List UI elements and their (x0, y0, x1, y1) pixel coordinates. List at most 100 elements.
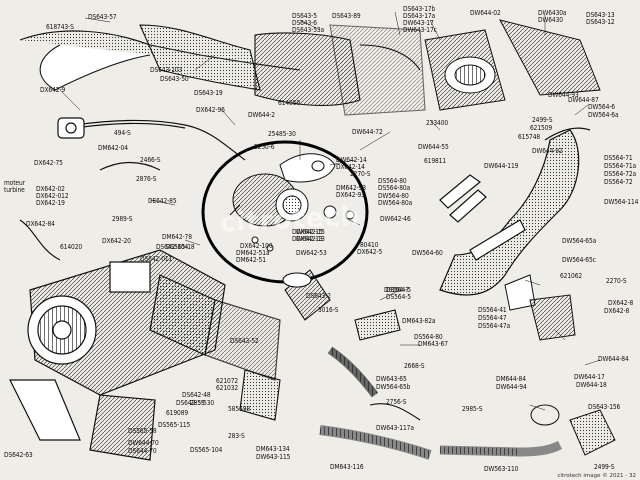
part-label-p110: 621032 (216, 384, 239, 392)
part-label-p63: DX642-84 (26, 220, 55, 228)
part-label-p36: 2499-S (532, 116, 553, 124)
heater-control-assembly (229, 153, 355, 252)
part-label-p116: 2985-S (462, 405, 483, 413)
part-label-p26: 2466-S (140, 156, 161, 164)
part-label-p74: DW642-13 (292, 235, 323, 243)
part-label-p103: DW643-65 (376, 375, 407, 383)
part-label-p31: 233400 (426, 119, 449, 127)
part-label-p16: DS643-103 (150, 66, 183, 74)
part-label-p84: DW564-65a (562, 237, 597, 245)
part-label-p92: DM643-82a (402, 317, 436, 325)
part-label-p67: DX642-20 (102, 237, 131, 245)
part-label-p23: 494-S (114, 129, 131, 137)
part-label-p38: 615748 (518, 133, 541, 141)
part-label-p61: DX642-19 (36, 199, 65, 207)
part-label-p59: DX642-012 (36, 192, 69, 200)
part-label-p17: DS643-50 (160, 75, 189, 83)
mounting-brackets (504, 274, 616, 456)
part-label-p88: DS643-2 (306, 292, 331, 300)
part-label-p82: DW564-60 (412, 249, 443, 257)
part-label-p120: DS565-115 (158, 421, 191, 429)
part-label-p12: DW6430a (538, 9, 567, 17)
tube-set (239, 269, 563, 460)
part-label-p48: DW642-14 (336, 156, 367, 164)
part-label-p43: DS564-71 (604, 154, 633, 162)
part-label-p106: DW644-94 (496, 383, 527, 391)
part-label-p66: DM642-78 (162, 233, 192, 241)
part-label-p102: 2668-S (404, 362, 425, 370)
part-label-p56: DW564-80a (378, 199, 413, 207)
copyright-text: citrotech image © 2021 - 32 (557, 473, 636, 479)
part-label-p114: 2756-S (386, 398, 407, 406)
part-label-p40: DW644-87 (568, 96, 599, 104)
air-intake-duct (19, 24, 426, 116)
part-label-p29: 2250-6 (254, 143, 275, 151)
part-label-p60: turbine (4, 186, 25, 194)
part-label-p65: 614020 (60, 243, 83, 251)
part-label-p6: DS643-89 (332, 12, 361, 20)
part-label-p35: DW644-93 (548, 91, 579, 99)
part-label-p95: DS564-47a (478, 322, 511, 330)
part-label-p1: DS643-57 (88, 13, 117, 21)
part-label-p39: DW644-92 (532, 147, 563, 155)
part-label-p86: 621062 (560, 272, 583, 280)
part-label-p45: DS564-72a (604, 170, 637, 178)
part-label-p42: DW564-6a (588, 111, 619, 119)
part-label-p22: DX642-96 (196, 106, 225, 114)
part-label-p73: DW642-15 (292, 228, 323, 236)
part-label-p124: DS565-104 (190, 446, 223, 454)
part-label-p72: DX642-13 (296, 235, 325, 243)
part-label-p71: DX642-15 (296, 228, 325, 236)
part-label-p4: DS643-6 (292, 19, 317, 27)
part-label-p10: DW643-17c (403, 26, 437, 34)
part-label-p27: 2876-S (136, 175, 157, 183)
part-label-p96: DX642-8 (608, 299, 634, 307)
part-label-p28: 25485-30 (268, 130, 296, 138)
part-label-p89: 3016-S (318, 306, 339, 314)
part-label-p117: DS643-156 (588, 403, 621, 411)
part-label-p91: DS564-5 (386, 293, 411, 301)
part-label-p50: 2270-S (350, 170, 371, 178)
part-label-p13: DW6430 (538, 16, 563, 24)
part-label-p33: 619811 (424, 157, 447, 165)
part-label-p58: moteur (4, 179, 25, 187)
part-label-p112: 285-530 (190, 399, 215, 407)
part-label-p62: DE642-85 (148, 197, 177, 205)
part-label-p69: DS642-104 (156, 243, 189, 251)
part-label-p119: DS642-55 (176, 399, 205, 407)
part-label-p19: 614050 (278, 99, 301, 107)
part-label-p18: DS643-19 (194, 89, 223, 97)
part-label-p25: DM642-04 (98, 144, 128, 152)
part-label-p64: 2989-S (112, 215, 133, 223)
part-label-p121: 619089 (166, 409, 189, 417)
part-label-p49: DX642-14 (336, 163, 365, 171)
part-label-p87: 2270-S (606, 277, 627, 285)
part-label-p131: 2499-S (594, 463, 615, 471)
part-label-p51: DM642-93 (336, 184, 366, 192)
part-label-p8: DS643-17a (403, 12, 436, 20)
part-label-p98: DS564-80 (414, 333, 443, 341)
part-label-p79: DW642-46 (380, 215, 411, 223)
part-label-p93: DS564-41 (478, 306, 507, 314)
part-label-p128: DS642-63 (4, 451, 33, 459)
part-label-p101: DW644-84 (598, 355, 629, 363)
part-label-p111: DS642-48 (182, 391, 211, 399)
part-label-p94: DS564-47 (478, 314, 507, 322)
part-label-p34: DW644-119 (484, 162, 519, 170)
part-label-p90: DS564-5 (386, 286, 411, 294)
part-label-p11: DW644-02 (470, 9, 501, 17)
part-label-p75: DX642-100 (240, 242, 273, 250)
heater-box (9, 249, 281, 461)
part-label-p15: DS643-12 (586, 18, 615, 26)
part-label-p99: DM643-67 (418, 340, 448, 348)
part-label-p122: DW644-70 (128, 439, 159, 447)
part-label-p97: DX642-8 (604, 307, 630, 315)
part-label-p100: DS643-52 (230, 337, 259, 345)
part-label-p107: DW644-17 (574, 373, 605, 381)
part-label-p53: DS564-80 (378, 177, 407, 185)
part-label-p14: DS643-13 (586, 11, 615, 19)
part-label-p7: DS643-17b (403, 5, 436, 13)
part-label-p68: DS565-18 (166, 243, 195, 251)
part-label-p24: DX642-75 (34, 159, 63, 167)
